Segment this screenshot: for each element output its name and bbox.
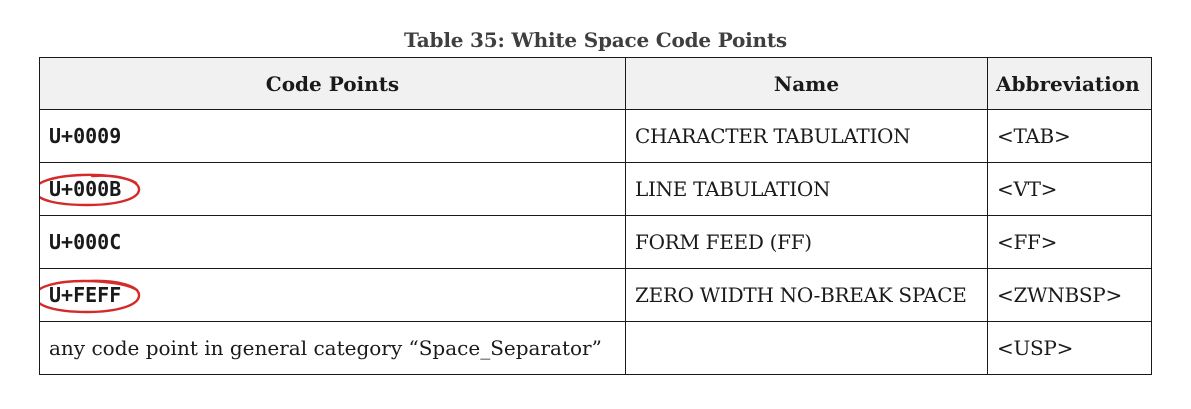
abbreviation-cell: <FF> — [987, 215, 1152, 269]
header-name: Name — [625, 57, 988, 110]
header-code-points: Code Points — [39, 57, 626, 110]
name-cell: LINE TABULATION — [625, 162, 988, 216]
code-point-cell: U+FEFF — [39, 268, 626, 322]
code-point-cell: U+000B — [39, 162, 626, 216]
table-header-row: Code Points Name Abbreviation — [39, 57, 1152, 110]
code-point-value: U+FEFF — [49, 283, 122, 307]
table-row: U+FEFF ZERO WIDTH NO-BREAK SPACE <ZWNBSP… — [39, 268, 1152, 322]
table-row: U+000B LINE TABULATION <VT> — [39, 162, 1152, 216]
name-cell: FORM FEED (FF) — [625, 215, 988, 269]
table-caption: Table 35: White Space Code Points — [404, 28, 787, 52]
abbreviation-cell: <TAB> — [987, 109, 1152, 163]
name-cell: ZERO WIDTH NO-BREAK SPACE — [625, 268, 988, 322]
code-point-value: U+0009 — [49, 124, 122, 148]
code-point-cell: U+000C — [39, 215, 626, 269]
code-point-cell: U+0009 — [39, 109, 626, 163]
header-abbreviation: Abbreviation — [987, 57, 1152, 110]
name-cell: CHARACTER TABULATION — [625, 109, 988, 163]
abbreviation-cell: <ZWNBSP> — [987, 268, 1152, 322]
code-point-value: U+000B — [49, 177, 122, 201]
name-cell — [625, 321, 988, 375]
code-point-value: U+000C — [49, 230, 122, 254]
white-space-code-points-table: Code Points Name Abbreviation U+0009 CHA… — [39, 57, 1152, 375]
table-row: any code point in general category “Spac… — [39, 321, 1152, 375]
table-row: U+0009 CHARACTER TABULATION <TAB> — [39, 109, 1152, 163]
code-point-cell: any code point in general category “Spac… — [39, 321, 626, 375]
abbreviation-cell: <VT> — [987, 162, 1152, 216]
abbreviation-cell: <USP> — [987, 321, 1152, 375]
table-row: U+000C FORM FEED (FF) <FF> — [39, 215, 1152, 269]
